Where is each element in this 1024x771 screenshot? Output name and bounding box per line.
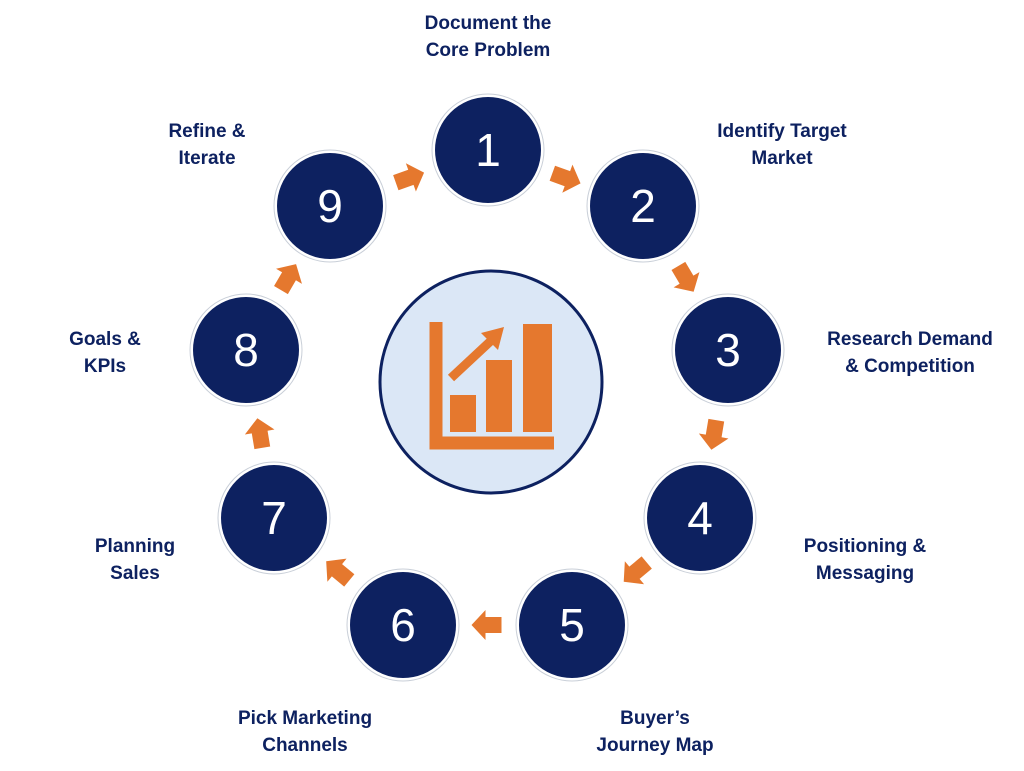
step-label-4: Positioning & Messaging [804,533,926,587]
flow-arrow-icon [623,556,652,585]
step-label-line: Sales [110,563,160,584]
step-node-circle [519,572,625,678]
step-label-line: Document the [424,13,552,34]
step-label-line: KPIs [83,356,127,377]
step-label-line: Buyer’s [620,708,690,729]
step-node-circle [221,465,327,571]
step-node-8: 8 [189,293,303,407]
step-label-line: Iterate [178,148,236,169]
step-node-circle [435,97,541,203]
step-label-line: Channels [262,735,348,756]
step-label-line: Planning [94,536,176,557]
step-node-circle [193,297,299,403]
step-nodes: 1 2 3 4 5 6 7 8 9 [189,93,785,682]
step-node-circle [590,153,696,259]
step-label-line: Core Problem [425,40,551,61]
arrow-group [244,163,729,640]
step-number: 7 [261,492,287,544]
flow-arrow-icon [671,261,700,292]
step-node-7: 7 [217,461,331,575]
step-number: 6 [390,599,416,651]
step-label-line: Journey Map [596,735,714,756]
step-label-line: Goals & [69,329,141,350]
flow-arrow-icon [274,264,302,295]
step-label-3: Research Demand & Competition [827,326,993,380]
step-node-4: 4 [643,461,757,575]
step-label-line: Messaging [815,563,915,584]
flow-arrow-icon [326,558,355,587]
step-label-line: Positioning & [803,536,927,557]
step-label-line: Market [751,148,813,169]
flow-arrow-icon [471,610,502,640]
flow-arrow-icon [698,418,729,450]
step-node-2: 2 [586,149,700,263]
step-label-line: & Competition [845,356,975,377]
step-node-9: 9 [273,149,387,263]
flow-arrow-icon [393,163,425,192]
center-circle [378,269,604,495]
step-number: 8 [233,324,259,376]
step-node-1: 1 [431,93,545,207]
step-number: 5 [559,599,585,651]
bar-chart-growth-icon [429,322,554,450]
flow-arrow-icon [549,164,581,193]
step-label-line: Refine & [168,121,246,142]
step-node-5: 5 [515,568,629,682]
step-label-line: Pick Marketing [237,708,373,729]
step-label-9: Refine & Iterate [168,118,245,172]
step-node-circle [277,153,383,259]
step-node-6: 6 [346,568,460,682]
step-node-circle [350,572,456,678]
step-label-8: Goals & KPIs [69,326,141,380]
step-number: 1 [475,124,501,176]
step-number: 2 [630,180,656,232]
step-label-line: Identify Target [717,121,847,142]
step-node-circle [647,465,753,571]
flow-arrow-icon [244,418,275,450]
step-number: 4 [687,492,713,544]
step-node-3: 3 [671,293,785,407]
step-node-circle [675,297,781,403]
step-number: 3 [715,324,741,376]
step-number: 9 [317,180,343,232]
step-label-line: Research Demand [827,329,993,350]
